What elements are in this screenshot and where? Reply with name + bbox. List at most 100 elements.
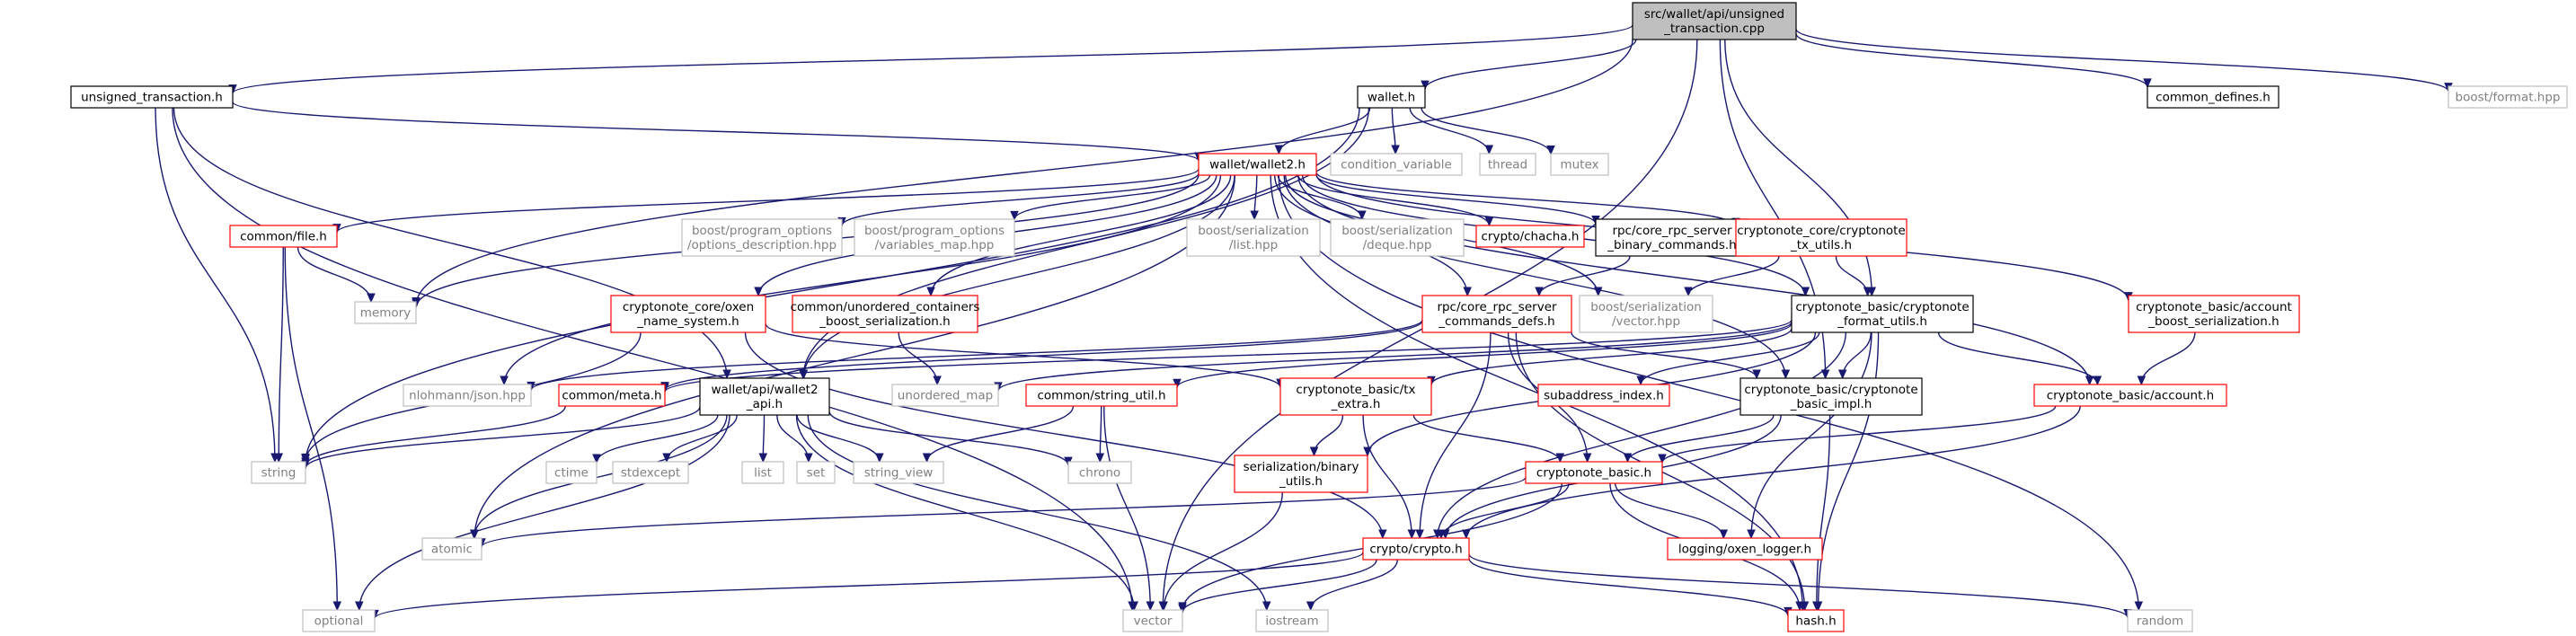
node-box — [2033, 384, 2227, 407]
node-list: list — [741, 461, 784, 484]
node-thread: thread — [1479, 153, 1536, 176]
node-label: src/wallet/api/unsigned — [1644, 7, 1784, 22]
edge-arrowhead — [1658, 454, 1667, 464]
node-wallet-h[interactable]: wallet.h — [1357, 85, 1426, 109]
node-crypto-h[interactable]: crypto/crypto.h — [1362, 537, 1470, 561]
edge-basic_impl_h-to-cryptonote_basic_h — [1626, 414, 1775, 463]
node-tx-utils-h[interactable]: cryptonote_core/cryptonote_tx_utils.h — [1735, 218, 1908, 257]
node-label: _transaction.cpp — [1663, 22, 1765, 36]
node-common-file-h[interactable]: common/file.h — [229, 225, 338, 248]
node-iostream: iostream — [1255, 609, 1329, 632]
node-label: _binary_commands.h — [1607, 238, 1736, 252]
edge-wallet2_h-to-basic_impl_h — [1283, 174, 1787, 379]
edge-arrowhead — [1415, 529, 1424, 540]
edge-unsigned_transaction_h-to-wallet2_h — [232, 101, 1199, 162]
node-subaddress-index-h[interactable]: subaddress_index.h — [1537, 384, 1670, 407]
edge-arrowhead — [1178, 604, 1187, 614]
node-rpc-commands-defs[interactable]: rpc/core_rpc_server_commands_defs.h — [1421, 295, 1572, 333]
node-box — [853, 461, 944, 484]
node-label: crypto/chacha.h — [1482, 230, 1580, 244]
node-label: /vector.hpp — [1612, 314, 1680, 329]
node-label: chrono — [1079, 466, 1120, 481]
edge-string_util_h-to-string_view — [925, 405, 1075, 463]
node-basic-impl-h[interactable]: cryptonote_basic/cryptonote_basic_impl.h — [1739, 377, 1923, 416]
edge-basic_impl_h-to-hash_h — [1816, 414, 1831, 611]
node-root[interactable]: src/wallet/api/unsigned_transaction.cpp — [1632, 2, 1797, 40]
node-nlohmann-json: nlohmann/json.hpp — [403, 384, 532, 407]
edge-cryptonote_basic_h-to-atomic — [481, 476, 1527, 548]
edge-arrowhead — [754, 287, 763, 297]
node-unsigned-transaction-h[interactable]: unsigned_transaction.h — [70, 85, 234, 109]
node-label: common/meta.h — [562, 389, 661, 403]
node-label: string_view — [864, 466, 934, 481]
node-label: cryptonote_core/oxen — [623, 300, 754, 314]
node-label: _utils.h — [1279, 474, 1323, 489]
edge-arrowhead — [926, 287, 935, 297]
node-box — [1421, 295, 1572, 333]
node-box — [354, 301, 417, 324]
node-label: _boost_serialization.h — [819, 314, 950, 329]
edge-account_h-to-crypto_h — [1465, 405, 2081, 539]
edge-arrowhead — [1462, 529, 1471, 540]
node-oxen-logger-h[interactable]: logging/oxen_logger.h — [1667, 537, 1823, 561]
node-box — [1550, 153, 1609, 176]
node-box — [251, 461, 306, 484]
node-wallet2-h[interactable]: wallet/wallet2.h — [1198, 153, 1317, 176]
node-label: _api.h — [746, 397, 783, 411]
node-box — [1198, 153, 1317, 176]
edge-arrowhead — [1159, 601, 1168, 612]
edge-arrowhead — [1306, 601, 1315, 612]
node-label: cryptonote_basic/account.h — [2047, 389, 2214, 403]
node-box — [403, 384, 532, 407]
node-vector: vector — [1122, 609, 1183, 632]
node-hash-h[interactable]: hash.h — [1787, 609, 1845, 632]
node-boost-format-hpp: boost/format.hpp — [2448, 85, 2568, 109]
node-box — [1330, 153, 1463, 176]
node-box — [2448, 85, 2568, 109]
node-tx-extra-h[interactable]: cryptonote_basic/tx_extra.h — [1279, 377, 1432, 416]
node-wallet2-api-h[interactable]: wallet/api/wallet2_api.h — [699, 377, 830, 416]
node-condition-variable: condition_variable — [1330, 153, 1463, 176]
node-string-util-h[interactable]: common/string_util.h — [1025, 384, 1178, 407]
edge-common_file_h-to-memory — [297, 246, 372, 303]
edge-arrowhead — [1146, 601, 1155, 612]
edge-arrowhead — [500, 375, 509, 386]
edge-arrowhead — [355, 601, 364, 612]
node-account-h[interactable]: cryptonote_basic/account.h — [2033, 384, 2227, 407]
node-unordered-containers-ser[interactable]: common/unordered_containers_boost_serial… — [791, 295, 980, 333]
node-crypto-chacha-h[interactable]: crypto/chacha.h — [1475, 225, 1585, 248]
node-cryptonote-basic-h[interactable]: cryptonote_basic.h — [1525, 461, 1663, 484]
node-common-defines-h[interactable]: common_defines.h — [2147, 85, 2279, 109]
edge-rpc_commands_defs-to-nlohmann_json — [530, 319, 1423, 391]
edge-arrowhead — [1719, 529, 1729, 540]
edge-arrowhead — [1407, 529, 1417, 540]
node-format-utils-h[interactable]: cryptonote_basic/cryptonote_format_utils… — [1791, 295, 1974, 333]
node-rpc-binary-commands[interactable]: rpc/core_rpc_server_binary_commands.h — [1595, 218, 1749, 257]
node-binary-utils-h[interactable]: serialization/binary_utils.h — [1234, 455, 1368, 493]
node-unordered-map: unordered_map — [891, 384, 999, 407]
node-box — [229, 225, 338, 248]
node-box — [681, 218, 843, 257]
node-box — [1525, 461, 1663, 484]
edge-rpc_commands_defs-to-basic_impl_h — [1571, 331, 1757, 379]
edge-tx_utils_h-to-bser_vector — [1687, 255, 1780, 296]
node-label: boost/serialization — [1341, 224, 1453, 238]
edge-crypto_h-to-optional — [374, 552, 1364, 619]
edge-wallet2_h-to-wallet2_api_h — [802, 174, 1235, 379]
node-bpo-variables-map: boost/program_options/variables_map.hpp — [854, 218, 1015, 257]
node-common-meta-h[interactable]: common/meta.h — [558, 384, 666, 407]
node-label: memory — [360, 306, 411, 321]
node-box — [70, 85, 234, 109]
edge-arrowhead — [1391, 145, 1400, 155]
node-label: ctime — [554, 466, 589, 481]
node-box — [796, 461, 836, 484]
node-account-boost-ser[interactable]: cryptonote_basic/account_boost_serializa… — [2128, 295, 2300, 333]
node-oxen-name-system-h[interactable]: cryptonote_core/oxen_name_system.h — [610, 295, 766, 333]
edge-account_h-to-cryptonote_basic_h — [1661, 405, 2057, 464]
node-box — [302, 609, 376, 632]
node-label: unordered_map — [898, 389, 993, 403]
node-label: rpc/core_rpc_server — [1437, 300, 1557, 314]
edge-arrowhead — [1555, 453, 1565, 464]
node-label: rpc/core_rpc_server — [1612, 224, 1732, 238]
node-box — [2127, 609, 2193, 632]
